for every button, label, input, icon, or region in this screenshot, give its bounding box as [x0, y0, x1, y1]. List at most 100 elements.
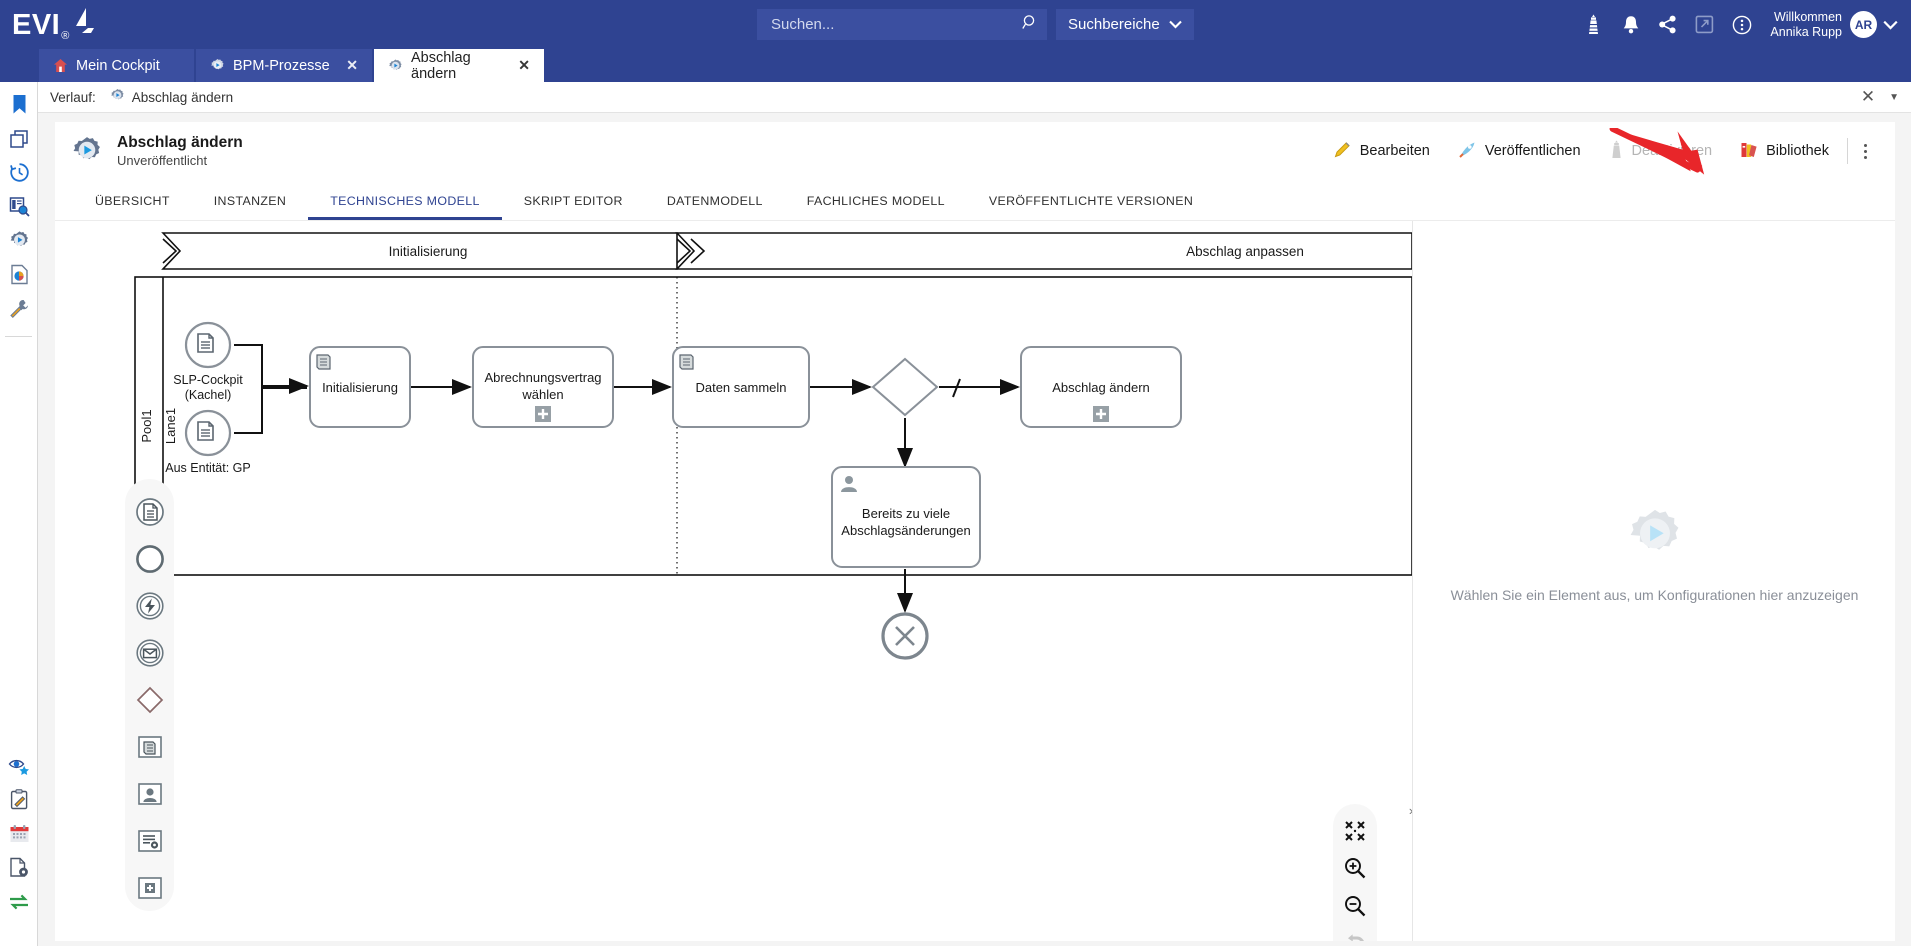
sidebar-item-search-report[interactable]	[0, 192, 38, 226]
rail-divider	[5, 336, 32, 337]
start-event-circle-icon[interactable]	[125, 535, 174, 582]
task-label-abrechnung-line2: wählen	[521, 387, 563, 402]
search-report-icon	[9, 196, 30, 222]
zoom-in-icon[interactable]	[1333, 849, 1377, 886]
configuration-panel: Wählen Sie ein Element aus, um Konfigura…	[1412, 221, 1895, 941]
info-more-icon[interactable]	[1723, 0, 1760, 49]
edit-button[interactable]: Bearbeiten	[1319, 136, 1444, 166]
tab-datenmodell[interactable]: DATENMODELL	[666, 194, 763, 208]
sidebar-item-tools[interactable]	[0, 294, 38, 328]
gateway-exclusive	[871, 357, 939, 417]
sync-arrows-icon	[8, 893, 30, 916]
sidebar-item-bookmark[interactable]	[0, 90, 38, 124]
chevron-down-icon[interactable]: ▼	[1889, 91, 1899, 103]
sidebar-item-document-settings[interactable]	[0, 853, 38, 887]
task-label-bereits-line1: Bereits zu viele	[862, 506, 950, 521]
app-tab-abschlag-aendern[interactable]: Abschlag ändern ✕	[374, 49, 544, 82]
subprocess-expand-marker-icon	[535, 406, 551, 422]
task-label-daten-sammeln: Daten sammeln	[695, 380, 786, 395]
search-icon[interactable]	[1022, 14, 1039, 36]
fit-to-screen-icon[interactable]	[1333, 812, 1377, 849]
close-icon[interactable]: ✕	[518, 57, 530, 73]
signal-event-icon[interactable]	[125, 582, 174, 629]
lighthouse-icon[interactable]	[1575, 0, 1612, 49]
gateway-diamond-icon[interactable]	[125, 676, 174, 723]
pencil-icon	[1333, 140, 1352, 163]
tab-strip: ÜBERSICHT INSTANZEN TECHNISCHES MODELL S…	[55, 180, 1895, 220]
subprocess-expand-icon[interactable]	[125, 864, 174, 911]
rocket-icon	[1458, 140, 1477, 163]
user-menu-chevron-down-icon[interactable]	[1883, 17, 1898, 33]
sidebar-item-history[interactable]	[0, 158, 38, 192]
pool-label: Pool1	[139, 409, 154, 442]
undo-icon	[1333, 924, 1377, 941]
zoom-out-icon[interactable]	[1333, 887, 1377, 924]
event-end-error	[881, 612, 929, 660]
publish-button[interactable]: Veröffentlichen	[1444, 136, 1595, 166]
app-tab-bpm-prozesse[interactable]: BPM-Prozesse ✕	[196, 49, 372, 82]
user-task-icon[interactable]	[125, 770, 174, 817]
bell-icon[interactable]	[1612, 0, 1649, 49]
service-task-icon[interactable]	[125, 817, 174, 864]
search-box[interactable]	[757, 9, 1047, 40]
app-tab-label: Mein Cockpit	[76, 57, 160, 74]
avatar[interactable]: AR	[1850, 11, 1877, 38]
bpmn-canvas[interactable]: Initialisierung Abschlag anpassen Pool1 …	[55, 221, 1412, 941]
script-task-marker-icon	[679, 354, 694, 370]
sidebar-item-processes[interactable]	[0, 226, 38, 260]
process-icon	[210, 58, 225, 73]
phase-label-initialisierung: Initialisierung	[389, 244, 468, 259]
global-search: Suchbereiche	[757, 9, 1194, 40]
sidebar-item-copy-stack[interactable]	[0, 124, 38, 158]
search-input[interactable]	[769, 15, 1019, 34]
message-event-icon[interactable]	[125, 629, 174, 676]
tab-uebersicht[interactable]: ÜBERSICHT	[95, 194, 170, 208]
sidebar-item-tasks[interactable]	[0, 785, 38, 819]
task-daten-sammeln: Daten sammeln	[672, 346, 810, 428]
task-label-abschlag-aendern: Abschlag ändern	[1052, 380, 1150, 395]
tab-instanzen[interactable]: INSTANZEN	[213, 194, 287, 208]
tab-veroeffentlichte-versionen[interactable]: VERÖFFENTLICHTE VERSIONEN	[988, 194, 1194, 208]
app-tab-mein-cockpit[interactable]: Mein Cockpit	[39, 49, 194, 82]
tab-fachliches-modell[interactable]: FACHLICHES MODELL	[806, 194, 945, 208]
task-label-initialisierung: Initialisierung	[322, 380, 398, 395]
sidebar-item-report[interactable]	[0, 260, 38, 294]
app-tab-label: BPM-Prozesse	[233, 57, 330, 74]
task-label-bereits-line2: Abschlagsänderungen	[841, 523, 970, 538]
document-task-icon[interactable]	[125, 488, 174, 535]
event-aus-entitaet-gp: Aus Entität: GP	[165, 409, 251, 475]
event-label-aus-entitaet: Aus Entität: GP	[165, 461, 250, 475]
phase-initialisierung	[161, 232, 678, 270]
configuration-empty-text: Wählen Sie ein Element aus, um Konfigura…	[1450, 587, 1859, 603]
tab-technisches-modell[interactable]: TECHNISCHES MODELL	[308, 194, 502, 220]
close-icon[interactable]: ✕	[346, 57, 358, 73]
share-icon[interactable]	[1649, 0, 1686, 49]
app-tab-bar: Mein Cockpit BPM-Prozesse ✕ Abschlag änd…	[0, 49, 1911, 82]
script-task-icon[interactable]	[125, 723, 174, 770]
close-icon[interactable]: ✕	[1860, 87, 1876, 106]
sidebar-item-watchlist[interactable]	[0, 751, 38, 785]
kebab-menu-icon[interactable]	[1852, 143, 1879, 159]
clipboard-edit-icon	[10, 789, 29, 815]
action-divider	[1847, 138, 1848, 164]
event-label-slp-line2: (Kachel)	[185, 388, 232, 402]
app-logo[interactable]: EVI®	[12, 6, 95, 42]
app-logo-text: EVI	[12, 9, 61, 41]
home-icon	[53, 58, 68, 73]
deactivate-button-label: Deaktivieren	[1631, 143, 1713, 159]
sidebar-item-sync[interactable]	[0, 887, 38, 921]
left-icon-rail	[0, 82, 38, 946]
tab-skript-editor[interactable]: SKRIPT EDITOR	[523, 194, 623, 208]
sidebar-item-calendar[interactable]	[0, 819, 38, 853]
external-link-icon[interactable]	[1686, 0, 1723, 49]
history-label: Verlauf:	[50, 89, 96, 105]
default-flow-marker	[952, 378, 961, 398]
bpmn-diagram: Initialisierung Abschlag anpassen Pool1 …	[134, 232, 1412, 660]
history-item[interactable]: Abschlag ändern	[110, 88, 233, 106]
search-scope-dropdown[interactable]: Suchbereiche	[1056, 9, 1194, 40]
library-button[interactable]: Bibliothek	[1726, 136, 1843, 166]
process-gear-icon	[9, 230, 30, 256]
page-title-block: Abschlag ändern Unveröffentlicht	[117, 134, 243, 169]
top-bar-icons: Willkommen Annika Rupp AR	[1575, 0, 1906, 49]
phase-label-abschlag-anpassen: Abschlag anpassen	[1186, 244, 1304, 259]
